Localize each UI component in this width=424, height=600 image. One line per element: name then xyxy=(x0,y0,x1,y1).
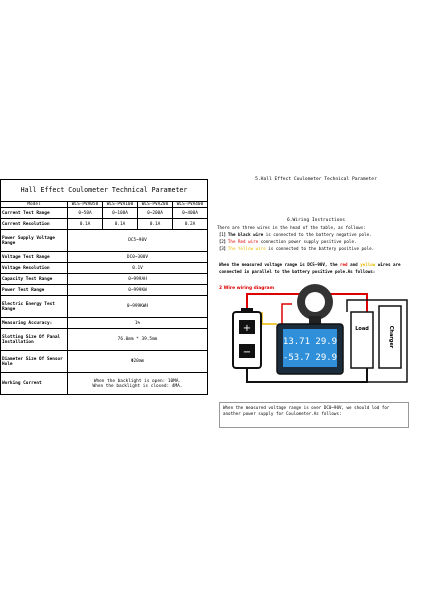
note-yellow: yellow xyxy=(360,262,376,267)
cell: 0.1A xyxy=(137,218,173,230)
wire-2-text: connection power supply positive pole. xyxy=(258,239,357,244)
working-current-closed: When the backlight is closed: 4MA. xyxy=(92,383,183,389)
coulometer-display: 13.71 29.9 -53.7 29.9 xyxy=(276,323,344,375)
cell: 76.0mm * 39.5mm xyxy=(67,328,208,351)
row-label: Current Test Range xyxy=(0,207,68,219)
table-row: Working Current When the backlight is op… xyxy=(0,372,208,395)
row-label: Working Current xyxy=(0,372,68,395)
table-row: Power Test Range 0~999KW xyxy=(0,284,208,296)
svg-text:+: + xyxy=(243,323,251,334)
row-label: Electric Energy Test Range xyxy=(0,295,68,318)
working-current-open: When the backlight is open: 10MA. xyxy=(93,378,182,384)
table-row: Power Supply Voltage Range DC5~90V xyxy=(0,229,208,252)
header-cell: WLS-PVA050 xyxy=(67,201,103,208)
spec-table-title: Hall Effect Coulometer Technical Paramet… xyxy=(0,179,208,201)
header-cell: WLS-PVA100 xyxy=(102,201,138,208)
note-and: and xyxy=(347,262,361,267)
cell: 0~999KW xyxy=(67,284,208,296)
wire-2-index: 【2】 xyxy=(217,239,228,244)
table-row: Slotting Size Of Panal Installation 76.0… xyxy=(0,328,208,351)
charger-box: Charger xyxy=(378,305,402,369)
table-row: Measuring Accuracy: 1% xyxy=(0,317,208,329)
section5-title: 5.Hall Effect Coulometer Technical Param… xyxy=(255,177,377,182)
wire-1-index: 【1】 xyxy=(217,232,228,237)
wiring-intro: There are three wires in the head of the… xyxy=(217,225,366,230)
note-red: red xyxy=(340,262,348,267)
cell: 0.1V xyxy=(67,262,208,274)
hall-sensor-icon xyxy=(297,284,333,326)
red-branch-wire xyxy=(281,303,292,324)
row-label: Capacity Test Range xyxy=(0,273,68,285)
supply-note-box: When the measured voltage range is over … xyxy=(219,402,409,428)
row-label: Diameter Size Of Sensor Hole xyxy=(0,350,68,373)
row-label: Power Test Range xyxy=(0,284,68,296)
cell: Φ20mm xyxy=(67,350,208,373)
cell: 0.1A xyxy=(67,218,103,230)
load-box: Load xyxy=(350,311,374,369)
wire-1: 【1】The black wire is connected to the ba… xyxy=(217,231,417,238)
row-label: Current Resolution xyxy=(0,218,68,230)
black-wire xyxy=(246,367,368,383)
row-label: Voltage Resolution xyxy=(0,262,68,274)
table-row: Voltage Resolution 0.1V xyxy=(0,262,208,274)
cell: 0~999AH xyxy=(67,273,208,285)
display-bottom-readout: -53.7 29.9 xyxy=(283,353,337,363)
cell: 0.1A xyxy=(102,218,138,230)
charger-label: Charger xyxy=(388,326,394,349)
wire-3: 【3】The Yellow wire is connected to the b… xyxy=(217,245,417,252)
wire-2: 【2】The Red wire connection power supply … xyxy=(217,238,417,245)
cell: When the backlight is open: 10MA. When t… xyxy=(67,372,208,395)
cell: 0~100A xyxy=(102,207,138,219)
cell: 0~999KWH xyxy=(67,295,208,318)
yellow-wire xyxy=(261,312,277,325)
row-label: Measuring Accuracy: xyxy=(0,317,68,329)
parallel-note: When the measured voltage range is DC5~9… xyxy=(219,262,419,275)
section6-title: 6.Wiring Instructions xyxy=(286,218,346,223)
wire-3-text: is connected to the battery positive pol… xyxy=(265,246,375,251)
table-row: Current Resolution 0.1A 0.1A 0.1A 0.2A xyxy=(0,218,208,230)
wiring-text: There are three wires in the head of the… xyxy=(217,224,417,252)
table-row: Voltage Test Range DC0~300V xyxy=(0,251,208,263)
return-wire xyxy=(346,299,408,383)
table-row: Diameter Size Of Sensor Hole Φ20mm xyxy=(0,350,208,373)
spec-table: Model WLS-PVA050 WLS-PVA100 WLS-PVA200 W… xyxy=(0,201,208,395)
cell: 1% xyxy=(67,317,208,329)
note-part-a: When the measured voltage range is DC5~9… xyxy=(219,262,341,267)
row-label: Power Supply Voltage Range xyxy=(0,229,68,252)
wire-3-index: 【3】 xyxy=(217,246,228,251)
wire-2-name: The Red wire xyxy=(227,239,259,244)
wire-1-name: The black wire xyxy=(227,232,264,237)
cell: DC5~90V xyxy=(67,229,208,252)
cell: 0~400A xyxy=(172,207,208,219)
load-label: Load xyxy=(355,326,369,332)
cell: 0.2A xyxy=(172,218,208,230)
wiring-diagram-svg: + − 13.71 29.9 -53.7 29.9 Load Charger xyxy=(232,284,408,383)
wire-3-name: The Yellow wire xyxy=(227,246,266,251)
display-top-readout: 13.71 29.9 xyxy=(283,337,337,347)
battery-icon: + − xyxy=(232,308,262,369)
row-label: Voltage Test Range xyxy=(0,251,68,263)
cell: 0~50A xyxy=(67,207,103,219)
table-row: Capacity Test Range 0~999AH xyxy=(0,273,208,285)
wire-1-text: is connected to the battery negative pol… xyxy=(263,232,372,237)
table-row: Current Test Range 0~50A 0~100A 0~200A 0… xyxy=(0,207,208,219)
diagram-label: 2 Wire wiring diagram xyxy=(219,286,275,291)
table-row: Electric Energy Test Range 0~999KWH xyxy=(0,295,208,318)
supply-note: When the measured voltage range is over … xyxy=(223,405,390,416)
header-cell: WLS-PVA200 xyxy=(137,201,173,208)
header-cell: WLS-PVA400 xyxy=(172,201,208,208)
svg-text:−: − xyxy=(243,347,251,358)
row-label: Slotting Size Of Panal Installation xyxy=(0,328,68,351)
table-header-row: Model WLS-PVA050 WLS-PVA100 WLS-PVA200 W… xyxy=(0,201,208,208)
cell: DC0~300V xyxy=(67,251,208,263)
cell: 0~200A xyxy=(137,207,173,219)
note-part-b: wires are connected in parallel to the b… xyxy=(219,262,401,274)
wiring-diagram: + − 13.71 29.9 -53.7 29.9 Load Charger 2 xyxy=(217,282,411,397)
